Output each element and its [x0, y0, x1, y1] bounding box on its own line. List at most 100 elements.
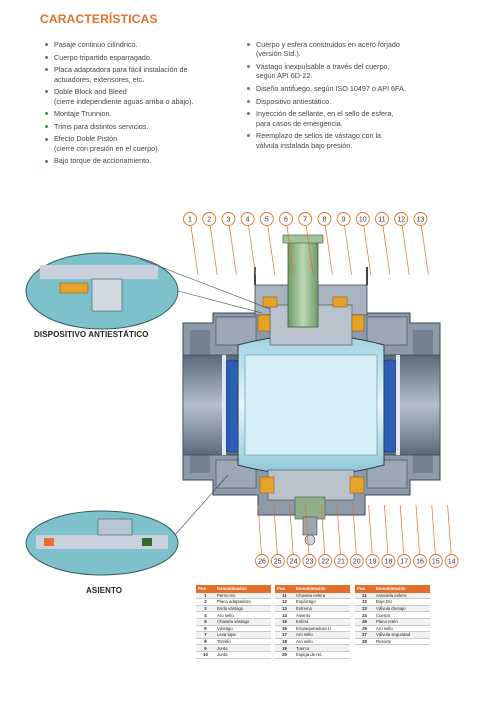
part-position: 12 [275, 598, 294, 606]
part-name: Espiga de ret. [294, 651, 350, 659]
part-position: 22 [355, 598, 374, 606]
part-name: Buje DU [374, 598, 430, 606]
callout-circle [394, 212, 409, 226]
part-position: 8 [196, 638, 215, 646]
feature-text-line: Reemplazo de sellos de vástago con la [256, 131, 382, 141]
part-position: 13 [275, 605, 294, 613]
callout-leader-line [285, 218, 295, 276]
part-position: 1 [196, 592, 215, 600]
callout-number: 15 [432, 559, 440, 566]
seat-detail [25, 474, 229, 576]
callout-leader-line [420, 218, 429, 276]
feature-item: Inyección de sellante, en el sello de es… [244, 109, 444, 128]
parts-header-pos: Pos [275, 585, 294, 593]
features-left-list: Pasaje continuo cilíndrico.Cuerpo tripar… [42, 40, 222, 169]
feature-item: Vástago inexpulsable a través del cuerpo… [244, 62, 444, 81]
part-position: 27 [355, 631, 374, 639]
callout-circle [279, 212, 293, 226]
feature-item: Diseño antifuego, según ISO 10497 o API … [244, 84, 444, 93]
feature-item: Trims para distintos servicios. [42, 122, 222, 131]
feature-item: Montaje Trunnion. [42, 109, 222, 118]
part-position: 20 [275, 651, 294, 659]
caption-seat: ASIENTO [86, 586, 123, 595]
callout-leader-line [431, 504, 437, 562]
callout-number: 14 [448, 559, 456, 566]
part-name: Perno ret. [215, 592, 271, 600]
callout-leader-line [247, 218, 256, 276]
feature-text-line: Bajo torque de accionamiento. [54, 156, 152, 166]
feature-item: Placa adaptadora para fácil instalación … [42, 65, 222, 84]
callout-leader-line [305, 504, 310, 562]
part-position: 7 [196, 631, 215, 639]
part-name: Asiento [294, 611, 350, 619]
feature-text-line: Cuerpo tripartido esparragado. [54, 52, 152, 62]
callout-number: 8 [322, 217, 326, 224]
part-name: Placa adaptadora [215, 598, 271, 606]
feature-text-line: Dispositivo antiestático. [256, 96, 332, 106]
callout-circle [302, 554, 317, 568]
callout-circle [318, 554, 333, 568]
callout-number: 11 [378, 217, 385, 224]
part-name: Esfera [294, 618, 350, 626]
part-name: Aro sello [215, 611, 271, 619]
part-position: 24 [355, 611, 374, 619]
callout-leader-line [384, 504, 389, 562]
callout-leader-line [189, 218, 199, 276]
callout-leader-line [415, 504, 421, 562]
callout-leader-line [447, 504, 452, 562]
part-name: Empaquetadura U [294, 625, 350, 633]
feature-text-line: Doble Block and Bleed [54, 87, 127, 97]
callout-leader-line [368, 504, 373, 562]
feature-text-line: (cierre independiente aguas arriba o aba… [54, 96, 194, 106]
callout-number: 21 [337, 559, 345, 566]
part-position: 2 [196, 598, 215, 606]
part-position: 16 [275, 625, 294, 633]
part-name: Arandela esfera [374, 592, 430, 600]
callout-circle [355, 212, 370, 226]
callout-leader-line [399, 504, 405, 562]
callout-leader-line [324, 218, 333, 276]
part-name: Brida vástago [215, 605, 271, 613]
callout-circle [298, 212, 313, 226]
part-position: 26 [355, 625, 374, 633]
part-position: 25 [355, 618, 374, 626]
part-name: Válvula seguridad [374, 631, 430, 639]
callout-leader-line [320, 504, 326, 562]
part-position: 17 [275, 631, 294, 639]
feature-text-line: según API 6D-22. [256, 71, 313, 81]
callout-circle [365, 554, 380, 568]
part-position: 19 [275, 644, 294, 652]
callout-number: 7 [303, 217, 307, 224]
antistatic-detail [25, 252, 271, 330]
feature-text-line: Inyección de sellante, en el sello de es… [256, 109, 394, 119]
callout-number: 9 [342, 217, 346, 224]
callout-number: 26 [258, 559, 266, 566]
part-position: 23 [355, 605, 374, 613]
feature-item: Doble Block and Bleed(cierre independien… [42, 87, 222, 106]
part-name: Vástago [215, 625, 271, 633]
callout-leader-line [257, 504, 263, 562]
feature-item: Bajo torque de accionamiento. [42, 156, 222, 165]
callout-leader-line [208, 218, 218, 276]
part-name: Cuerpo [374, 611, 430, 619]
